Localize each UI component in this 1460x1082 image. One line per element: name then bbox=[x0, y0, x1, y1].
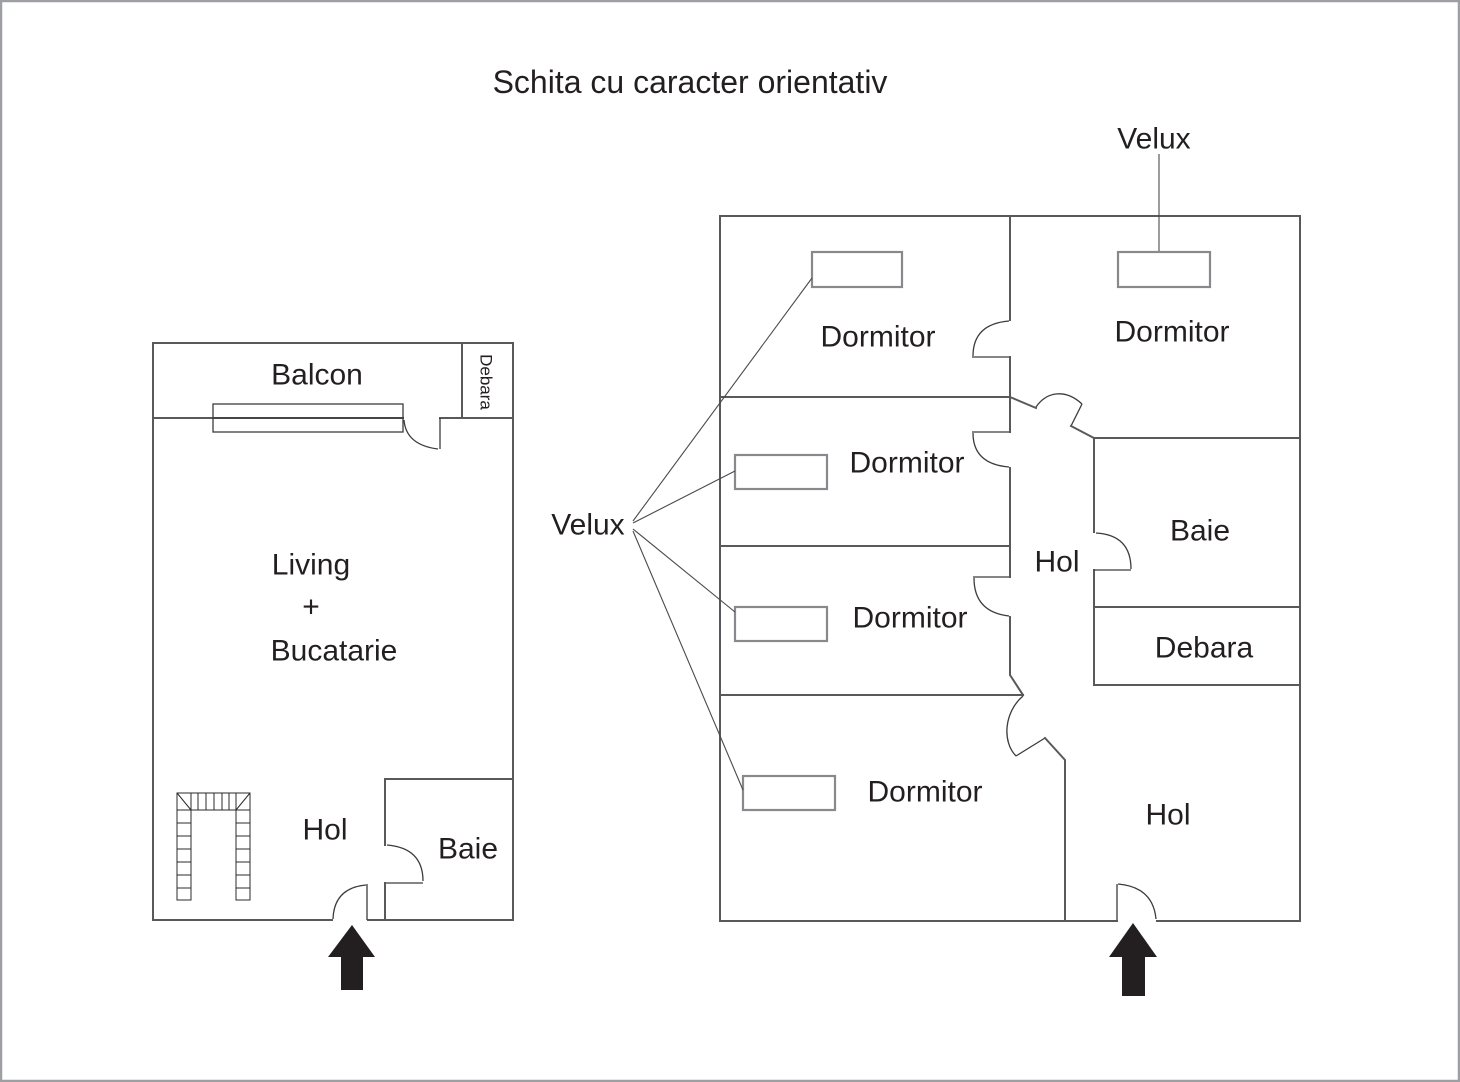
velux-left-pointer-lines bbox=[632, 277, 813, 791]
dormitor-mid-upper-label: Dormitor bbox=[849, 447, 964, 480]
velux-top-label: Velux bbox=[1117, 123, 1190, 156]
central-vertical-wall bbox=[1009, 215, 1025, 697]
left-entrance-door-icon bbox=[332, 884, 368, 920]
balcony-window-icon bbox=[212, 403, 404, 433]
page-title: Schita cu caracter orientativ bbox=[493, 64, 888, 100]
debara-left-label: Debara bbox=[477, 354, 496, 410]
baie-right-label: Baie bbox=[1170, 515, 1230, 548]
baie-right-door-icon bbox=[1094, 532, 1132, 571]
lower-hol-wall bbox=[1043, 736, 1066, 922]
living-plus-label: + bbox=[302, 591, 320, 624]
baie-left-label: Baie bbox=[438, 833, 498, 866]
velux-window-top-left-icon bbox=[810, 250, 904, 289]
dormitor-mid-upper-door-icon bbox=[972, 431, 1010, 468]
dormitor-bottom-door-icon bbox=[1006, 695, 1046, 757]
balcony-door-icon bbox=[403, 418, 441, 450]
dormitor-bottom-label: Dormitor bbox=[867, 776, 982, 809]
dormitor-top-right-label: Dormitor bbox=[1114, 316, 1229, 349]
living-label: Living bbox=[272, 549, 350, 582]
hol-lower-label: Hol bbox=[1145, 799, 1190, 832]
left-floor-plan: Balcon Debara Living + Bucatarie Hol Bai… bbox=[152, 342, 514, 990]
left-entrance-arrow-icon bbox=[328, 925, 375, 990]
right-entrance-door-icon bbox=[1116, 883, 1157, 920]
dormitor-mid-lower-label: Dormitor bbox=[852, 602, 967, 635]
hol-left-label: Hol bbox=[302, 814, 347, 847]
dormitor-top-right-door-icon bbox=[1008, 393, 1096, 440]
velux-window-mid-upper-icon bbox=[733, 453, 829, 491]
debara-right-label: Debara bbox=[1155, 632, 1254, 665]
left-outer-walls bbox=[152, 342, 514, 921]
velux-window-bottom-icon bbox=[741, 774, 837, 812]
hol-upper-label: Hol bbox=[1034, 546, 1079, 579]
baie-left-door-icon bbox=[386, 844, 424, 884]
velux-left-label: Velux bbox=[551, 509, 624, 542]
staircase-icon bbox=[176, 792, 251, 901]
velux-window-top-right-icon bbox=[1116, 250, 1212, 289]
dormitor-mid-lower-door-icon bbox=[973, 576, 1010, 617]
velux-window-mid-lower-icon bbox=[733, 605, 829, 643]
bucatarie-label: Bucatarie bbox=[271, 635, 398, 668]
balcon-label: Balcon bbox=[271, 359, 363, 392]
dormitor-top-left-label: Dormitor bbox=[820, 321, 935, 354]
right-floor-plan: Velux Velux Dormitor Dormitor Dormitor D… bbox=[551, 123, 1301, 996]
dormitor-top-left-door-icon bbox=[972, 320, 1010, 358]
right-entrance-arrow-icon bbox=[1109, 923, 1157, 996]
